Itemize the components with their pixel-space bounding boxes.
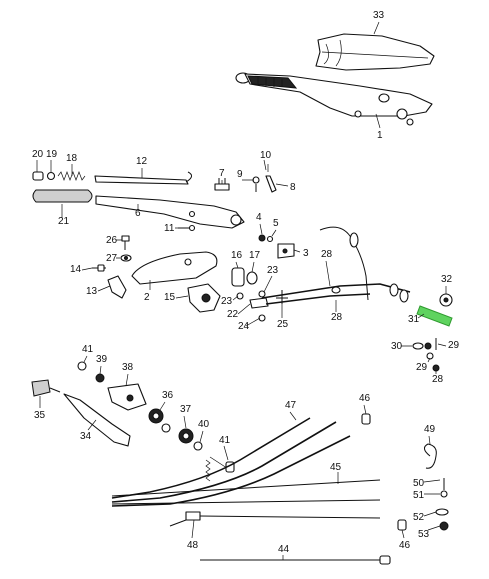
callout-53: 53 [418, 529, 430, 540]
callout-50: 50 [413, 478, 425, 489]
lever-body-part [95, 195, 245, 229]
callout-28b: 28 [331, 312, 343, 323]
callout-17: 17 [249, 250, 261, 261]
callout-27: 27 [106, 253, 118, 264]
callout-29: 28 [432, 374, 444, 385]
callout-51: 51 [413, 490, 425, 501]
plate-15-part [187, 283, 221, 313]
callout-43: 41 [82, 344, 94, 355]
callout-8: 8 [290, 182, 296, 193]
tube-33-highlighted[interactable] [416, 305, 453, 327]
callout-36: 34 [80, 431, 92, 442]
callout-16: 16 [231, 250, 243, 261]
callout-22: 22 [227, 309, 239, 320]
leader-lines [36, 21, 447, 560]
callout-28a: 28 [321, 249, 333, 260]
callout-48: 48 [187, 540, 199, 551]
callout-26: 26 [106, 235, 118, 246]
cover-plate-part [131, 251, 218, 285]
callout-23b: 23 [221, 296, 233, 307]
callout-35: 33 [373, 10, 385, 21]
callout-41a: 39 [96, 354, 108, 365]
callout-9: 9 [237, 169, 243, 180]
callout-30: 29 [448, 340, 460, 351]
rod-assembly-part [32, 171, 192, 185]
callout-42: 41 [219, 435, 231, 446]
callout-10: 10 [260, 150, 272, 161]
callout-23a: 23 [267, 265, 279, 276]
callout-14: 14 [70, 264, 82, 275]
callout-37: 35 [34, 410, 46, 421]
callout-41b: 40 [198, 419, 210, 430]
callout-47: 47 [285, 400, 297, 411]
callout-52: 52 [413, 512, 425, 523]
callout-44: 45 [330, 462, 342, 473]
callout-33: 31 [408, 314, 420, 325]
callout-labels: 33 1 20 19 18 12 10 7 9 8 6 21 11 4 5 3 … [32, 10, 460, 555]
callout-32: 30 [391, 341, 403, 352]
bracket-3-part [258, 234, 295, 259]
callout-4: 4 [256, 212, 262, 223]
handbrake-lever-part [235, 72, 433, 126]
grip-part [32, 189, 93, 203]
bracket-13-part [107, 275, 127, 299]
callout-39: 37 [180, 404, 192, 415]
callout-12: 12 [136, 156, 148, 167]
callout-45: 44 [278, 544, 290, 555]
callout-3: 3 [303, 248, 309, 259]
callout-7: 7 [219, 168, 225, 179]
callout-18: 18 [66, 153, 78, 164]
nut-34-part [439, 293, 453, 307]
pin-14-part [92, 264, 106, 272]
callout-13: 13 [86, 286, 98, 297]
boot-part [315, 33, 435, 71]
callout-46a: 46 [359, 393, 371, 404]
cable-28-part [261, 226, 411, 305]
lever-36-part [31, 379, 131, 447]
callout-31: 29 [416, 362, 428, 373]
callout-5: 5 [273, 218, 279, 229]
callout-15: 15 [164, 292, 176, 303]
callout-6: 6 [135, 208, 141, 219]
cable-bundle-part [111, 417, 391, 565]
callout-34: 32 [441, 274, 453, 285]
callout-49: 49 [424, 424, 436, 435]
bolt-42-part [205, 456, 235, 482]
callout-40: 38 [122, 362, 134, 373]
callout-21: 21 [58, 216, 70, 227]
callout-1: 1 [377, 130, 383, 141]
small-parts-left-lower [77, 361, 203, 451]
callout-38: 36 [162, 390, 174, 401]
callout-24: 24 [238, 321, 250, 332]
callout-2: 2 [144, 292, 150, 303]
bolt-26-part [120, 235, 132, 262]
screw-11-part [178, 224, 196, 232]
callout-11: 11 [164, 223, 175, 234]
callout-19: 19 [46, 149, 58, 160]
callout-25: 25 [277, 319, 289, 330]
callout-20: 20 [32, 149, 44, 160]
callout-46b: 46 [399, 540, 411, 551]
